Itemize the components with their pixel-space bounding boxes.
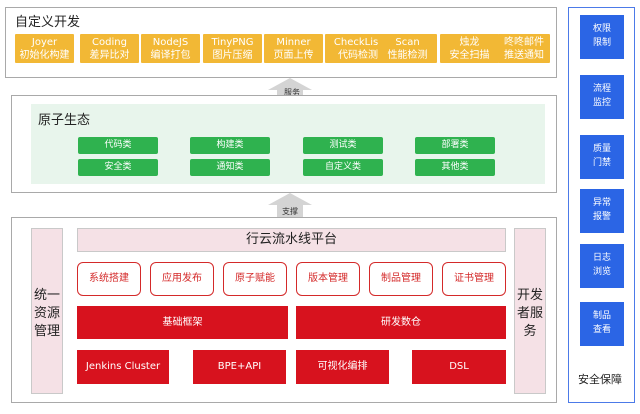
atomic-item: 其他类 (415, 159, 495, 176)
atomic-item: 代码类 (78, 137, 158, 154)
security-item: 流程监控 (580, 75, 624, 119)
resource-management-label: 统一资源管理 (33, 288, 60, 339)
atomic-item: 测试类 (303, 137, 383, 154)
security-item: 异常报警 (580, 189, 624, 233)
custom-dev-item: 咚咚邮件推送通知 (498, 34, 550, 63)
service-arrow-head (268, 78, 312, 90)
atomic-title: 原子生态 (38, 113, 91, 128)
platform-module: 版本管理 (296, 262, 360, 296)
platform-module: 原子赋能 (223, 262, 287, 296)
visual-orchestration: 可视化编排 (296, 350, 389, 384)
developer-service-column: 开发者服务 (514, 228, 546, 394)
platform-module: 证书管理 (442, 262, 506, 296)
atomic-item: 自定义类 (303, 159, 383, 176)
resource-management-column: 统一资源管理 (31, 228, 63, 394)
security-item: 日志浏览 (580, 244, 624, 288)
atomic-item: 构建类 (190, 137, 270, 154)
security-item: 权限限制 (580, 15, 624, 59)
dsl: DSL (412, 350, 506, 384)
service-arrow-body (277, 90, 303, 96)
rd-data-warehouse: 研发数仓 (296, 306, 506, 339)
jenkins-cluster: Jenkins Cluster (77, 350, 169, 384)
developer-service-label: 开发者服务 (516, 288, 543, 339)
service-arrow-label: 服务 (284, 88, 300, 97)
security-item: 质量门禁 (580, 135, 624, 179)
platform-title: 行云流水线平台 (77, 228, 506, 252)
security-item: 制品查看 (580, 302, 624, 346)
bpe-api: BPE+API (193, 350, 286, 384)
security-label: 安全保障 (578, 373, 622, 386)
atomic-item: 安全类 (78, 159, 158, 176)
platform-module: 应用发布 (150, 262, 214, 296)
custom-dev-title: 自定义开发 (15, 15, 81, 30)
platform-module: 制品管理 (369, 262, 433, 296)
custom-dev-item: 烛龙安全扫描 (440, 34, 499, 63)
atomic-item: 通知类 (190, 159, 270, 176)
support-arrow-label: 支撑 (282, 207, 298, 216)
platform-module: 系统搭建 (77, 262, 141, 296)
support-arrow-body (277, 205, 303, 218)
atomic-item: 部署类 (415, 137, 495, 154)
foundation-framework: 基础框架 (77, 306, 288, 339)
support-arrow-head (268, 193, 312, 205)
